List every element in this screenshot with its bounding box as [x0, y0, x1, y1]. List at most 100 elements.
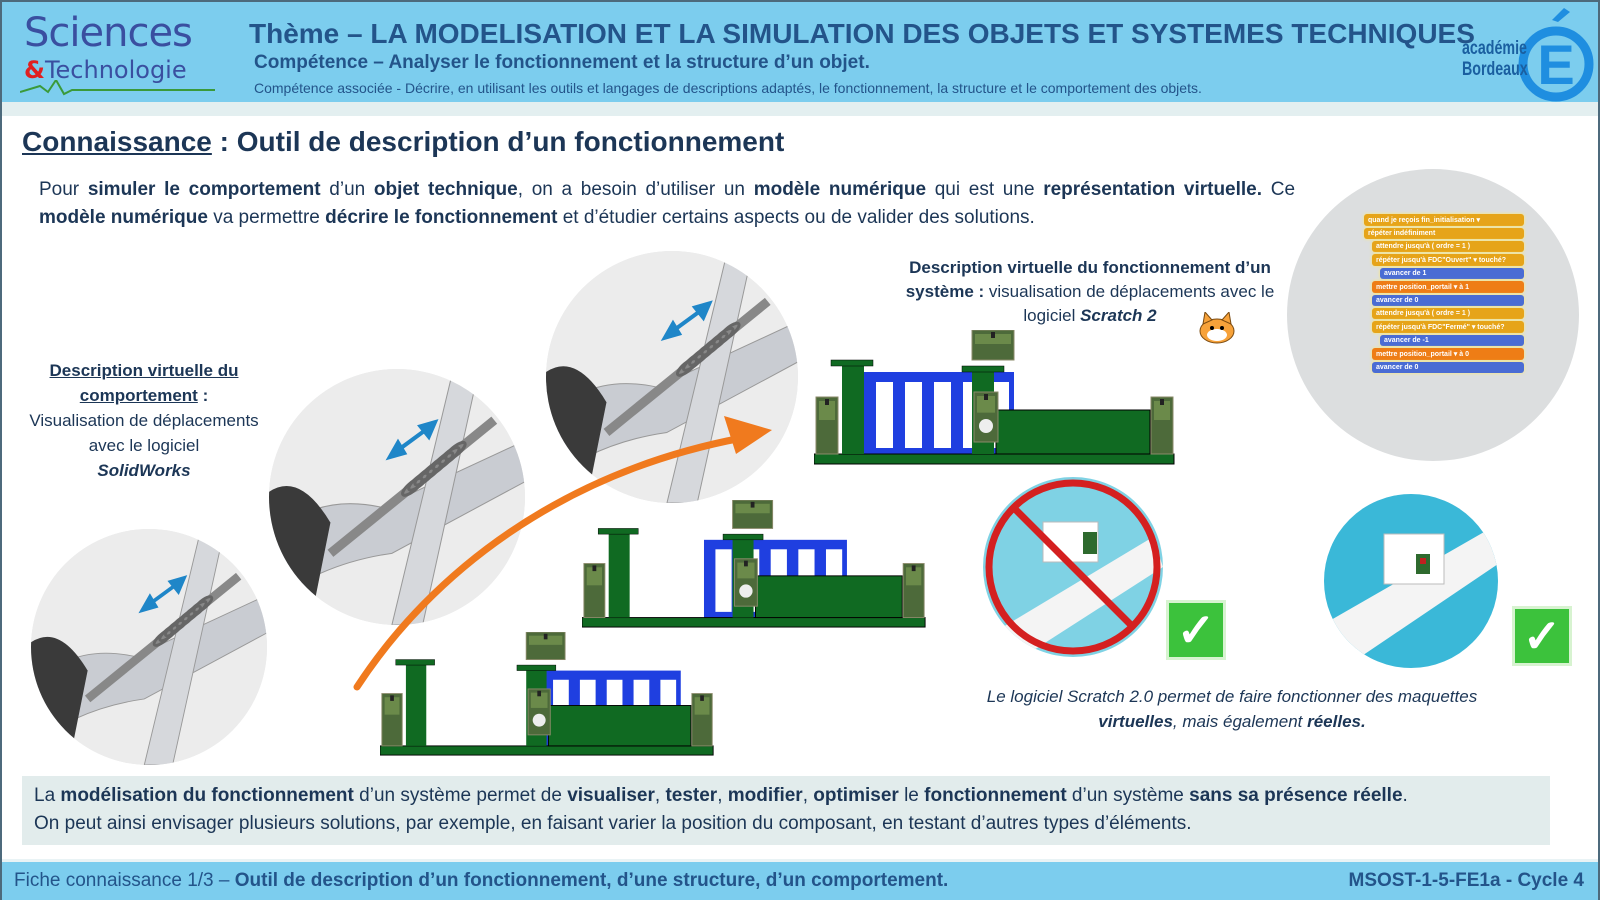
suspension-image — [269, 369, 525, 625]
sensor-board-icon — [971, 330, 1015, 361]
text-run: , on a besoin d’utiliser un — [517, 179, 754, 200]
scratch-script: quand je reçois fin_initialisation ▾répé… — [1364, 212, 1524, 375]
real-gate-photo — [985, 479, 1163, 657]
text-run: . — [1402, 785, 1408, 806]
solidworks-view-2 — [269, 369, 525, 625]
checkmark-icon: ✓ — [1166, 600, 1226, 660]
gate-post — [608, 532, 630, 618]
text-run: modèle numérique — [39, 207, 208, 228]
footer-banner: Fiche connaissance 1/3 – Outil de descri… — [2, 859, 1598, 900]
competence-associee: Compétence associée - Décrire, en utilis… — [254, 80, 1202, 96]
solidworks-view-3 — [546, 251, 798, 503]
text-run: simuler le comportement — [87, 179, 321, 200]
text-run: Pour — [39, 179, 88, 200]
scratch-block: attendre jusqu'à ( ordre = 1 ) — [1372, 308, 1524, 319]
gate-base — [380, 745, 714, 756]
checkmark-icon: ✓ — [1512, 606, 1572, 666]
sensor-board-icon — [902, 563, 925, 619]
technologie-logo: &Technologie — [24, 56, 187, 84]
text-run: On peut ainsi envisager plusieurs soluti… — [34, 813, 1192, 834]
gate-post — [842, 364, 864, 454]
text-run: représentation virtuelle. — [1043, 179, 1263, 200]
sensor-board-icon — [691, 693, 713, 747]
solidworks-description: Description virtuelle du comportement : … — [29, 361, 259, 480]
gate-base — [814, 453, 1175, 465]
text-run: Ce — [1262, 179, 1296, 200]
scratch-block: répéter indéfiniment — [1364, 228, 1524, 239]
text-run: optimiser — [813, 785, 899, 806]
scratch-block: répéter jusqu'à FDC"Ouvert" ▾ touché? — [1372, 254, 1524, 266]
sensor-board-icon — [381, 693, 403, 747]
sensor-board-icon — [973, 391, 999, 443]
text-run: , — [802, 785, 814, 806]
scratch-block: avancer de 0 — [1372, 362, 1524, 373]
suspension-image — [546, 251, 798, 503]
text-run: modèle numérique — [753, 179, 927, 200]
text-run: La — [34, 785, 61, 806]
heartbeat-line-icon — [20, 80, 215, 96]
spring-icon — [152, 595, 214, 647]
double-arrow-icon — [660, 300, 713, 341]
spring-icon — [675, 321, 741, 377]
button-icon — [532, 713, 546, 727]
text-run: d’un — [320, 179, 374, 200]
sciences-logo: Sciences — [24, 10, 193, 56]
gate-model-half-open — [582, 500, 926, 628]
suspension-image — [31, 529, 267, 765]
button-icon — [979, 419, 993, 433]
logo-ampersand: & — [24, 56, 45, 84]
text-run: qui est une — [926, 179, 1044, 200]
working-real-model — [1324, 494, 1498, 668]
motor-housing — [547, 705, 692, 747]
forbidden-real-model — [983, 477, 1163, 657]
page-title: Connaissance : Outil de description d’un… — [22, 126, 785, 157]
scratch-block: avancer de 1 — [1380, 268, 1524, 279]
svg-text:E: E — [1537, 33, 1574, 96]
footer-title: Fiche connaissance 1/3 – Outil de descri… — [14, 870, 949, 891]
sensor-board-icon — [815, 396, 839, 455]
scratch-block: mettre position_portail ▾ à 0 — [1372, 348, 1524, 360]
logo-technologie-text: Technologie — [44, 56, 187, 84]
sensor-board-icon — [732, 500, 774, 529]
scratch-caption: Le logiciel Scratch 2.0 permet de faire … — [986, 687, 1478, 731]
text-run: d’un système — [1066, 785, 1190, 806]
scratch-block: mettre position_portail ▾ à 1 — [1372, 281, 1524, 293]
footer-code: MSOST-1-5-FE1a - Cycle 4 — [1348, 870, 1584, 891]
gate-post — [405, 663, 427, 746]
summary-box: La modélisation du fonctionnement d’un s… — [22, 776, 1550, 845]
text-run: d’un système permet de — [353, 785, 568, 806]
text-run: va permettre — [207, 207, 326, 228]
real-gate-photo — [1324, 524, 1498, 668]
sensor-board-icon — [734, 558, 758, 607]
theme-title: Thème – LA MODELISATION ET LA SIMULATION… — [249, 18, 1475, 49]
double-arrow-icon — [138, 575, 188, 614]
header-divider — [2, 102, 1598, 116]
text-run: sans sa présence réelle — [1189, 785, 1403, 806]
sensor-board-icon — [525, 632, 566, 661]
text-run: décrire le fonctionnement — [325, 207, 558, 228]
sensor-board-icon — [583, 563, 606, 619]
text-run: objet technique — [373, 179, 518, 200]
solidworks-view-1 — [31, 529, 267, 765]
scratch-description: Description virtuelle du fonctionnement … — [905, 258, 1275, 325]
sensor-board-icon — [1150, 396, 1174, 455]
scratch-cat-icon — [1199, 312, 1235, 344]
motor-housing — [754, 575, 903, 619]
text-run: tester — [665, 785, 718, 806]
competence: Compétence – Analyser le fonctionnement … — [254, 52, 870, 73]
text-run: fonctionnement — [924, 785, 1067, 806]
header-banner: Sciences &Technologie Thème – LA MODELIS… — [2, 2, 1598, 102]
intro-paragraph: Pour simuler le comportement d’un objet … — [39, 176, 1295, 232]
scratch-program-circle: quand je reçois fin_initialisation ▾répé… — [1287, 169, 1579, 461]
text-run: modélisation du fonctionnement — [60, 785, 354, 806]
text-run: et d’étudier certains aspects ou de vali… — [557, 207, 1035, 228]
text-run: , — [717, 785, 728, 806]
motor-housing — [995, 409, 1151, 455]
button-icon — [739, 584, 753, 598]
scratch-block: avancer de 0 — [1372, 295, 1524, 306]
text-run: modifier — [727, 785, 803, 806]
gate-model-closed — [814, 330, 1175, 465]
sensor-board-icon — [527, 688, 551, 736]
text-run: visualiser — [567, 785, 655, 806]
